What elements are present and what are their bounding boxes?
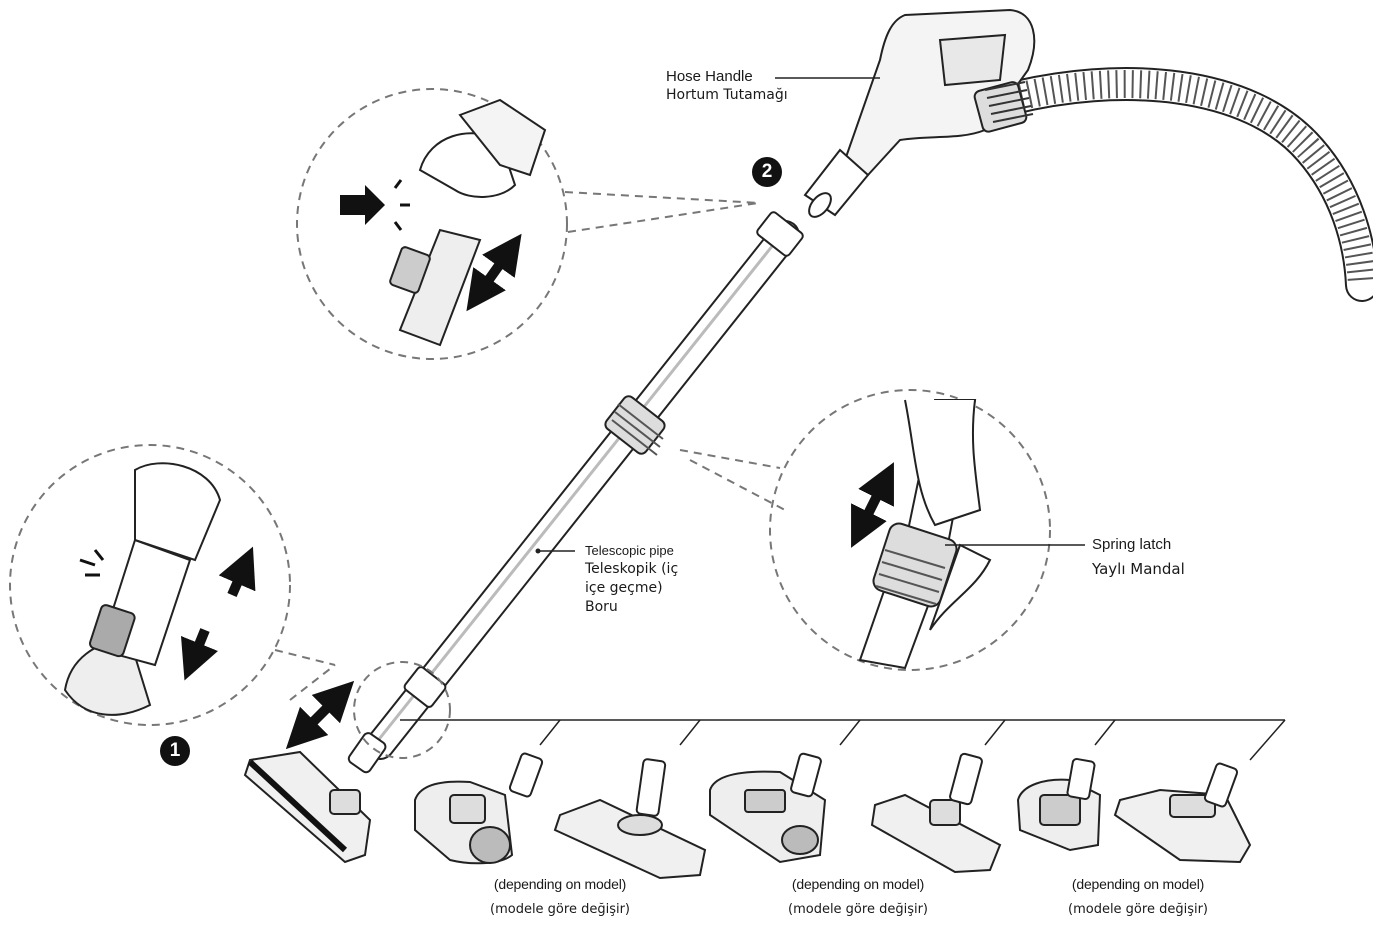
hose <box>988 67 1373 302</box>
hose-handle-label-tr: Hortum Tutamağı <box>666 87 788 103</box>
nozzle-options-bracket <box>400 719 1286 761</box>
nozzle-caption-1-tr: (modele göre değişir) <box>490 902 630 917</box>
spring-latch-label-en: Spring latch <box>1092 536 1172 553</box>
telescopic-pipe <box>365 211 804 760</box>
combi-floor-nozzle <box>1113 762 1252 864</box>
step-1-badge: 1 <box>160 736 190 766</box>
zoom-detail-pipe-to-handle <box>340 98 547 347</box>
hose-handle <box>803 8 1036 218</box>
up-arrow-icon <box>218 546 256 597</box>
nozzle-caption-2-en: (depending on model) <box>791 876 925 892</box>
telescopic-pipe-label: Telescopic pipe Teleskopik (iç içe geçme… <box>585 542 678 617</box>
zoom-callouts <box>9 88 1051 759</box>
nozzle-caption-2-tr: (modele göre değişir) <box>788 902 928 917</box>
main-floor-nozzle <box>243 732 387 864</box>
telescopic-pipe-label-en: Telescopic pipe <box>585 543 674 558</box>
down-arrow-icon <box>180 628 219 681</box>
spring-latch-label-tr: Yaylı Mandal <box>1092 560 1185 578</box>
nozzle-caption-1: (depending on model) (modele göre değişi… <box>440 876 680 917</box>
nozzle-caption-3-en: (depending on model) <box>1071 876 1205 892</box>
double-arrow-icon <box>285 680 355 750</box>
hose-handle-label: Hose Handle Hortum Tutamağı <box>666 68 788 104</box>
parquet-nozzle <box>553 758 707 880</box>
step-2-badge: 2 <box>752 157 782 187</box>
floor-nozzle <box>870 752 1002 874</box>
nozzle-caption-3: (depending on model) (modele göre değişi… <box>1018 876 1258 917</box>
turbo-brush-nozzle-1 <box>414 752 544 865</box>
hose-handle-label-en: Hose Handle <box>666 68 753 85</box>
double-arrow-icon <box>466 233 522 312</box>
spring-latch-label: Spring latch Yaylı Mandal <box>1092 536 1185 578</box>
zoom-detail-spring-latch <box>858 399 992 670</box>
nozzle-caption-3-tr: (modele göre değişir) <box>1068 902 1208 917</box>
nozzle-caption-2: (depending on model) (modele göre değişi… <box>738 876 978 917</box>
mini-turbo-nozzle <box>1016 758 1102 852</box>
telescopic-pipe-label-tr: Teleskopik (iç içe geçme) Boru <box>585 561 679 615</box>
nozzle-caption-1-en: (depending on model) <box>493 876 627 892</box>
zoom-detail-nozzle-latch <box>63 462 222 716</box>
double-arrow-icon <box>851 462 894 548</box>
turbo-brush-nozzle-2 <box>709 752 827 864</box>
